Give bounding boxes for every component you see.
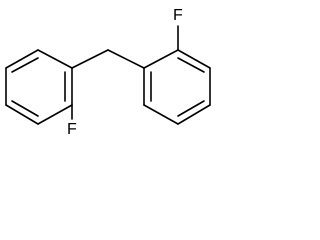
atom-label-fluorine-left: F [67,121,77,138]
left-ring-bond [5,49,39,69]
right-ring-bond [177,49,211,69]
atom-label-fluorine-right: F [173,7,183,24]
left-benzene-ring [5,49,73,125]
left-ring-double-bond [11,57,39,73]
right-ring-bond [143,49,179,69]
right-ring-double-bond [177,100,205,117]
methylene-bridge [71,49,145,69]
right-benzene-ring [143,49,211,125]
left-ring-double-bond [11,100,39,117]
right-ring-bond [143,104,179,125]
right-ring-bond [177,104,211,125]
chemical-structure-diagram: F F [5,7,211,138]
right-ring-double-bond [177,57,205,73]
bridge-bond [107,49,145,69]
bridge-bond [71,49,109,69]
left-ring-bond [37,49,73,69]
left-ring-bond [37,104,73,125]
left-ring-bond [5,104,39,125]
